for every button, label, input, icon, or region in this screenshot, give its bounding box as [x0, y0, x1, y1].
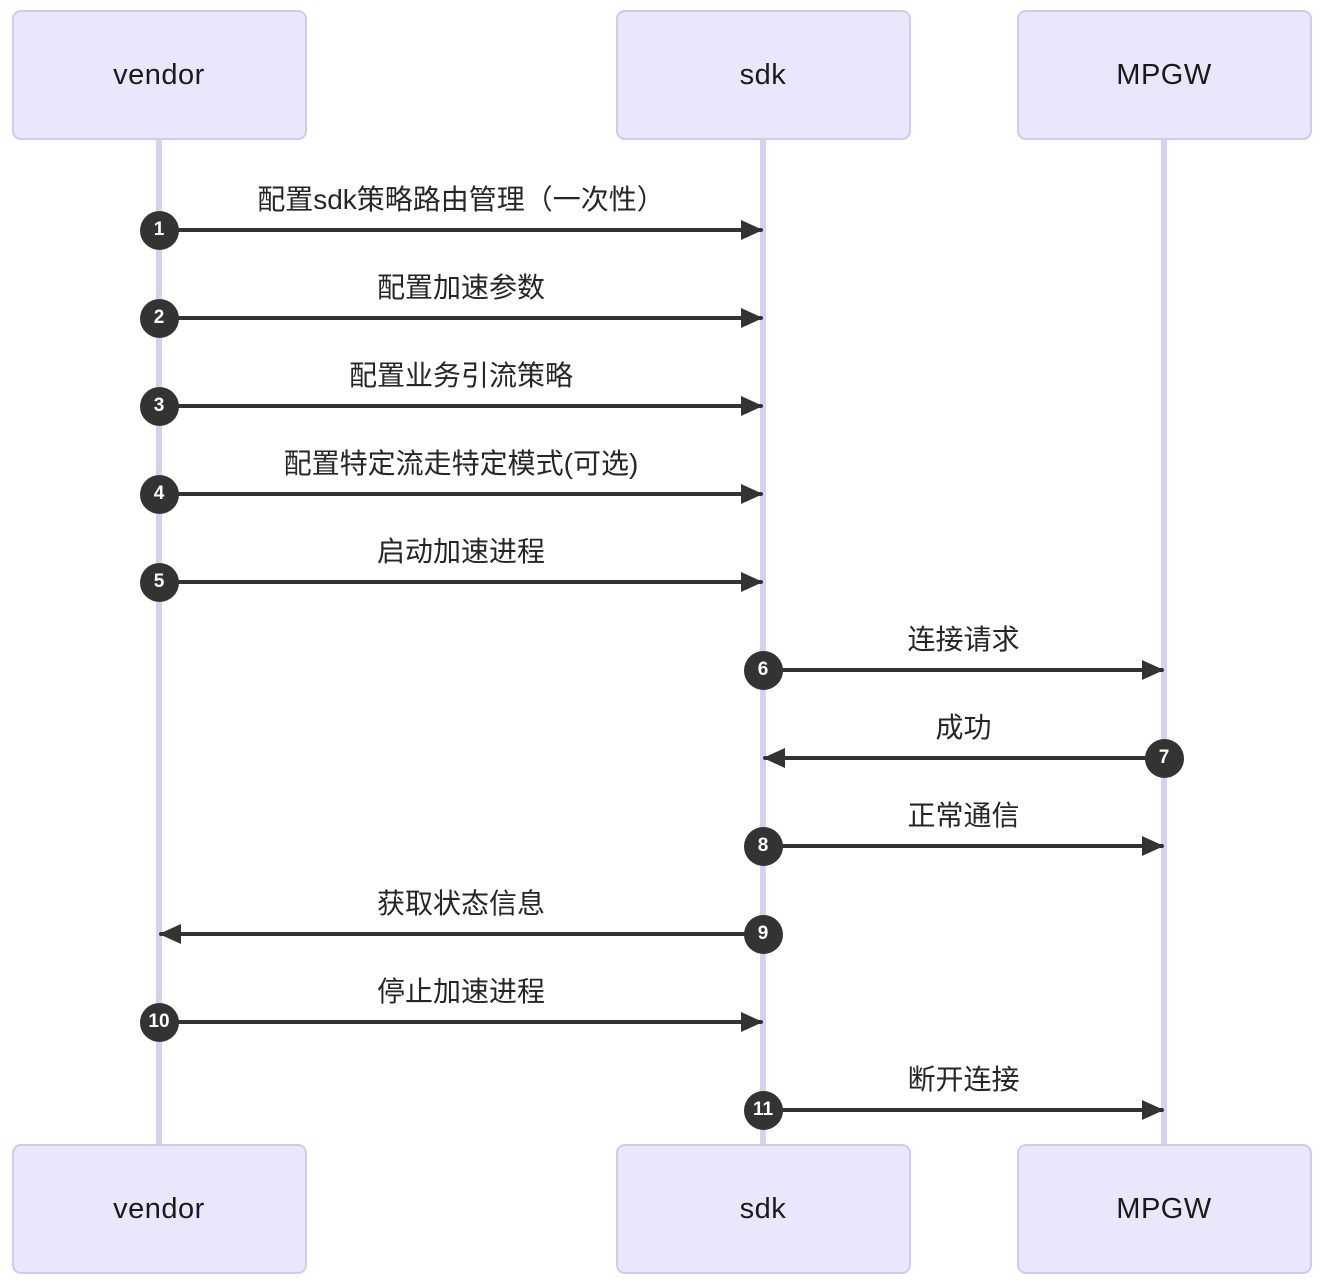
actor-label-sdk: sdk — [739, 58, 787, 91]
actor-label-vendor: vendor — [113, 58, 205, 91]
message-label: 正常通信 — [907, 800, 1020, 831]
actor-box-bottom-mpgw: MPGW — [1016, 1144, 1312, 1274]
arrowhead-icon — [1142, 836, 1164, 856]
message-label: 成功 — [935, 712, 992, 743]
message-label: 连接请求 — [907, 624, 1020, 655]
arrowhead-icon — [741, 220, 763, 240]
message-number: 7 — [1144, 738, 1184, 778]
lifeline-mpgw — [1161, 138, 1167, 1146]
lifeline-vendor — [156, 138, 162, 1146]
message-line — [159, 404, 763, 408]
lifeline-sdk — [760, 138, 766, 1146]
message-line — [159, 932, 763, 936]
message-label: 配置业务引流策略 — [348, 360, 574, 391]
actor-box-bottom-vendor: vendor — [11, 1144, 307, 1274]
arrowhead-icon — [1142, 1100, 1164, 1120]
message-line — [159, 580, 763, 584]
actor-label-mpgw: MPGW — [1116, 1192, 1212, 1225]
actor-box-bottom-sdk: sdk — [615, 1144, 911, 1274]
actor-box-top-vendor: vendor — [11, 10, 307, 140]
message-label: 停止加速进程 — [376, 976, 546, 1007]
message-number: 5 — [139, 562, 179, 602]
message-number: 1 — [139, 210, 179, 250]
actor-label-mpgw: MPGW — [1116, 58, 1212, 91]
message-number: 3 — [139, 386, 179, 426]
arrowhead-icon — [741, 572, 763, 592]
arrowhead-icon — [741, 1012, 763, 1032]
actor-label-sdk: sdk — [739, 1192, 787, 1225]
arrowhead-icon — [1142, 660, 1164, 680]
actor-box-top-mpgw: MPGW — [1016, 10, 1312, 140]
message-label: 获取状态信息 — [376, 888, 546, 919]
arrowhead-icon — [763, 748, 785, 768]
arrowhead-icon — [159, 924, 181, 944]
actor-box-top-sdk: sdk — [615, 10, 911, 140]
message-label: 启动加速进程 — [376, 536, 546, 567]
message-label: 配置特定流走特定模式(可选) — [283, 448, 639, 479]
message-label: 断开连接 — [907, 1064, 1020, 1095]
message-label: 配置加速参数 — [376, 272, 546, 303]
message-line — [159, 1020, 763, 1024]
message-number: 4 — [139, 474, 179, 514]
arrowhead-icon — [741, 484, 763, 504]
message-line — [763, 668, 1164, 672]
message-line — [763, 844, 1164, 848]
message-line — [159, 228, 763, 232]
message-number: 6 — [743, 650, 783, 690]
message-line — [763, 756, 1164, 760]
arrowhead-icon — [741, 396, 763, 416]
arrowhead-icon — [741, 308, 763, 328]
message-line — [159, 492, 763, 496]
message-line — [159, 316, 763, 320]
actor-label-vendor: vendor — [113, 1192, 205, 1225]
message-label: 配置sdk策略路由管理（一次性） — [257, 184, 665, 215]
message-number: 8 — [743, 826, 783, 866]
message-number: 9 — [743, 914, 783, 954]
message-number: 10 — [139, 1002, 179, 1042]
message-number: 11 — [743, 1090, 783, 1130]
message-number: 2 — [139, 298, 179, 338]
message-line — [763, 1108, 1164, 1112]
